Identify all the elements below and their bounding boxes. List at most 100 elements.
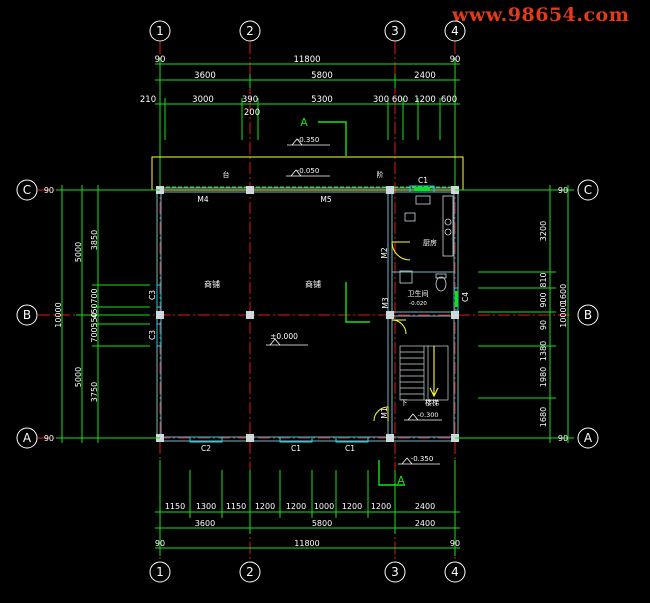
dim-bot-r1-9: 2400 [415,502,435,511]
kitchen-fixtures [404,195,454,257]
axis-label-c-left: C [23,183,31,197]
dim-left-d4: 550 [90,312,99,327]
axis-label-4-bottom: 4 [451,565,459,579]
stair [399,345,449,401]
dim-left-d6: 3750 [90,382,99,402]
dim-left-upper: 5000 [74,242,83,262]
dim-edge-90-bl: 90 [155,539,165,548]
window-c3-lower-label: C3 [148,330,157,340]
axis-label-2-top: 2 [246,24,254,38]
shop-left-label: 商铺 [204,279,220,289]
axis-label-a-left: A [23,431,32,445]
door-m3-label: M3 [381,297,390,308]
section-mark-bottom [378,460,405,486]
shop-right-label: 商铺 [305,279,321,289]
section-mark-bottom-label: A [397,474,405,487]
dim-top-r1-1: 3600 [194,71,216,81]
dim-bot-r2-1: 3600 [195,519,215,528]
dim-top-small: 200 [244,108,260,118]
level-mark-stair [404,413,442,421]
stair-down-label: 下 [401,399,408,407]
door-m4-label: M4 [197,195,208,204]
dim-top-r2-4: 5300 [311,95,333,105]
dim-bot-r1-6: 1000 [314,502,334,511]
kitchen-label: 厨房 [423,238,437,247]
axis-label-1-bottom: 1 [156,565,164,579]
axis-label-c-right: C [584,183,592,197]
dim-bot-r1-4: 1200 [255,502,275,511]
toilet-level-text: -0.020 [409,301,427,307]
dim-left-d5: 700 [90,327,99,342]
dim-top-r2-5: 300 [373,95,389,105]
toilet-label: 卫生间 [408,289,429,298]
dim-top-r2-3: 390 [242,95,258,105]
level-mark-top [287,138,330,146]
level-bottom-text: -0.350 [411,455,434,463]
dim-left-d2: 700 [90,288,99,303]
top-dimension-lines [155,58,460,190]
dim-edge-90-lb: 90 [44,434,54,443]
canopy-outline [151,156,464,191]
dim-bot-r2-2: 5800 [312,519,332,528]
section-mark-top [318,121,347,156]
dim-edge-90-br: 90 [450,539,460,548]
axis-label-b-left: B [23,308,31,322]
window-c3-upper-label: C3 [148,290,157,300]
right-dimension-lines [455,185,574,443]
dim-bot-r1-7: 1200 [342,502,362,511]
dim-top-r2-7: 1200 [414,95,436,105]
dim-right-d6: 1380 [539,341,548,361]
watermark-text: www.98654.com [452,4,630,26]
axis-bubbles [16,20,599,583]
floor-level-text: ±0.000 [270,332,298,341]
section-mark-mid [345,282,370,323]
dim-right-d4: 900 [539,292,548,307]
window-c4-label: C4 [461,292,470,302]
dim-edge-90-rt: 90 [558,186,568,195]
level-canopy-text: -0.050 [297,167,320,175]
left-dimension-lines [56,185,160,443]
dim-left-total: 10000 [54,302,63,327]
dim-bot-r1-8: 1200 [371,502,391,511]
dim-top-r1-3: 2400 [414,71,436,81]
dim-edge-90-lt: 90 [44,186,54,195]
window-c1-b-label: C1 [345,444,355,453]
dim-top-r2-6: 600 [392,95,408,105]
level-mark-bottom [398,457,440,465]
axis-label-2-bottom: 2 [246,565,254,579]
axis-label-4-top: 4 [451,24,459,38]
window-c2-label: C2 [201,444,211,453]
dim-right-d7: 1980 [539,367,548,387]
dim-right-d3: 1600 [559,284,568,304]
door-m2-label: M2 [380,247,389,258]
dim-top-r1-2: 5800 [311,71,333,81]
dim-right-d8: 1680 [539,407,548,427]
door-m1-label: M1 [380,407,389,418]
axis-label-3-bottom: 3 [391,565,399,579]
door-m5-label: M5 [320,195,331,204]
columns [156,186,459,442]
dim-left-lower: 5000 [74,367,83,387]
dim-bot-r1-5: 1200 [286,502,306,511]
window-c1-top-label: C1 [418,176,428,185]
dim-left-d1: 3850 [90,230,99,250]
canopy-right-text: 阶 [377,170,384,179]
canopy-left-text: 台 [223,170,230,179]
dim-right-d5: 90 [539,320,548,330]
dim-bot-r1-1: 1150 [165,502,185,511]
dim-top-r2-8: 600 [441,95,457,105]
level-top-text: -0.350 [297,136,320,144]
dim-left-d3: 450 [90,303,99,318]
axis-label-3-top: 3 [391,24,399,38]
level-mark-floor [266,338,308,346]
stair-arrow [429,346,439,398]
dim-top-total: 11800 [293,55,320,65]
dim-bottom-total: 11800 [294,539,319,548]
dim-bot-r1-2: 1300 [196,502,216,511]
dim-right-d1: 3200 [539,221,548,241]
axis-label-a-right: A [584,431,593,445]
dim-bot-r1-3: 1150 [226,502,246,511]
dim-edge-90-tl: 90 [155,55,166,65]
stair-level-text: -0.300 [418,411,439,419]
